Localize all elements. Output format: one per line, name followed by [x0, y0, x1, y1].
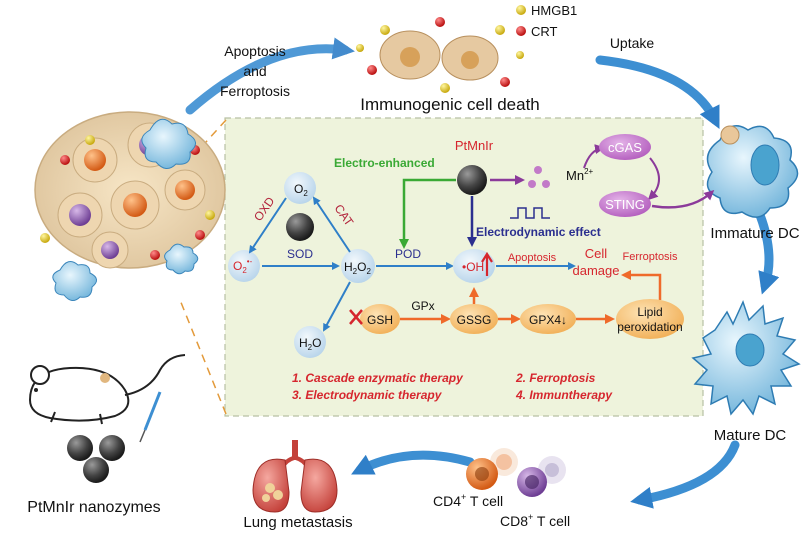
- o2-label: O2: [294, 182, 308, 198]
- therapy-1: 1. Cascade enzymatic therapy: [292, 371, 464, 385]
- cd8-label: CD8+ T cell: [500, 512, 570, 529]
- h2o-node: [294, 326, 326, 358]
- mouse-icon: [28, 354, 186, 443]
- mature-dc: [691, 299, 801, 416]
- sting-node: [599, 191, 651, 217]
- t-cells: [466, 448, 566, 497]
- h2o-label: H2O: [299, 336, 321, 352]
- mn-ion-1: [534, 166, 542, 174]
- ptmnir-label: PtMnIr: [455, 138, 494, 153]
- lung-icon: [252, 440, 338, 513]
- hmgb1-legend-dot: [516, 5, 526, 15]
- immature-dc: [706, 125, 799, 218]
- electrodynamic-effect-label: Electrodynamic effect: [476, 225, 601, 239]
- gsh-label: GSH: [367, 313, 393, 327]
- nanozymes-label: PtMnIr nanozymes: [27, 499, 160, 516]
- immature-dc-label: Immature DC: [710, 225, 799, 242]
- cell-damage-label-1: Cell: [585, 246, 608, 261]
- arrow-cgas-to-sting: [647, 157, 660, 201]
- gsh-inhibit-icon: [349, 309, 363, 325]
- icd-cells: [356, 17, 524, 93]
- apoptosis-ferroptosis-label-1: Apoptosis: [224, 43, 285, 59]
- dc-near-tumor: [52, 118, 199, 301]
- therapy-4: 4. Immuntherapy: [515, 388, 613, 402]
- arrow-oxd: [248, 197, 287, 254]
- cgas-label: cGAS: [608, 140, 642, 155]
- apoptosis-ferroptosis-label-2: and: [243, 63, 266, 79]
- lipid-label-2: peroxidation: [617, 320, 682, 334]
- arrow-tumor-to-icd: [185, 37, 355, 115]
- nanozyme-particles: [67, 435, 125, 483]
- pulse-waveform-icon: [510, 207, 550, 219]
- gpx-label: GPx: [411, 299, 434, 313]
- sting-label: STING: [605, 197, 645, 212]
- arrow-uptake: [595, 55, 720, 129]
- ptmnir-center-particle: [286, 213, 314, 241]
- tumor-cluster: [34, 111, 226, 269]
- arrow-h2o2-to-h2o: [323, 281, 351, 332]
- cd4-label: CD4+ T cell: [433, 492, 503, 509]
- hmgb1-legend-label: HMGB1: [531, 3, 577, 18]
- o2-node: [284, 172, 316, 204]
- sod-label: SOD: [287, 247, 313, 261]
- crt-legend-dot: [516, 26, 526, 36]
- therapy-2: 2. Ferroptosis: [515, 371, 596, 385]
- arrow-electro-enhanced: [399, 178, 456, 249]
- apoptosis-label: Apoptosis: [508, 252, 557, 264]
- o2-radical-label: O2•-: [233, 257, 253, 275]
- gsh-node: [360, 304, 400, 334]
- mn-label: Mn2+: [566, 167, 594, 183]
- lipid-label-1: Lipid: [637, 305, 662, 319]
- lipid-peroxidation-node: [616, 299, 684, 339]
- mn-ion-2: [528, 180, 536, 188]
- pod-label: POD: [395, 247, 421, 261]
- electro-enhanced-label: Electro-enhanced: [334, 156, 435, 170]
- o2-radical-node: [228, 250, 260, 282]
- mn-ion-3: [542, 180, 550, 188]
- arrow-mature-to-tcells: [630, 440, 740, 509]
- oh-increase-arrow: [481, 251, 493, 276]
- gssg-label: GSSG: [457, 313, 492, 327]
- h2o2-label: H2O2: [344, 260, 371, 276]
- oh-label: •OH: [462, 260, 484, 274]
- icd-label: Immunogenic cell death: [360, 95, 540, 114]
- therapy-3: 3. Electrodynamic therapy: [292, 388, 443, 402]
- arrow-tcells-to-lung: [351, 450, 475, 475]
- cgas-node: [599, 134, 651, 160]
- gpx4-label: GPX4↓: [529, 313, 567, 327]
- lung-metastasis-label: Lung metastasis: [243, 514, 352, 531]
- ptmnir-top-particle: [457, 165, 487, 195]
- gpx4-node: [520, 304, 576, 334]
- gssg-node: [450, 304, 498, 334]
- arrow-sting-to-dc: [651, 189, 715, 209]
- mature-dc-label: Mature DC: [714, 427, 787, 444]
- ferroptosis-label: Ferroptosis: [622, 251, 678, 263]
- arrow-cat: [312, 196, 351, 253]
- h2o2-node: [341, 249, 375, 283]
- dashed-connector-bottom: [179, 299, 227, 415]
- arrow-lipid-to-damage: [621, 270, 662, 300]
- crt-legend-label: CRT: [531, 24, 558, 39]
- cell-damage-label-2: damage: [573, 263, 620, 278]
- apoptosis-ferroptosis-label-3: Ferroptosis: [220, 83, 290, 99]
- arrow-immature-to-mature: [755, 210, 780, 295]
- uptake-label: Uptake: [610, 35, 655, 51]
